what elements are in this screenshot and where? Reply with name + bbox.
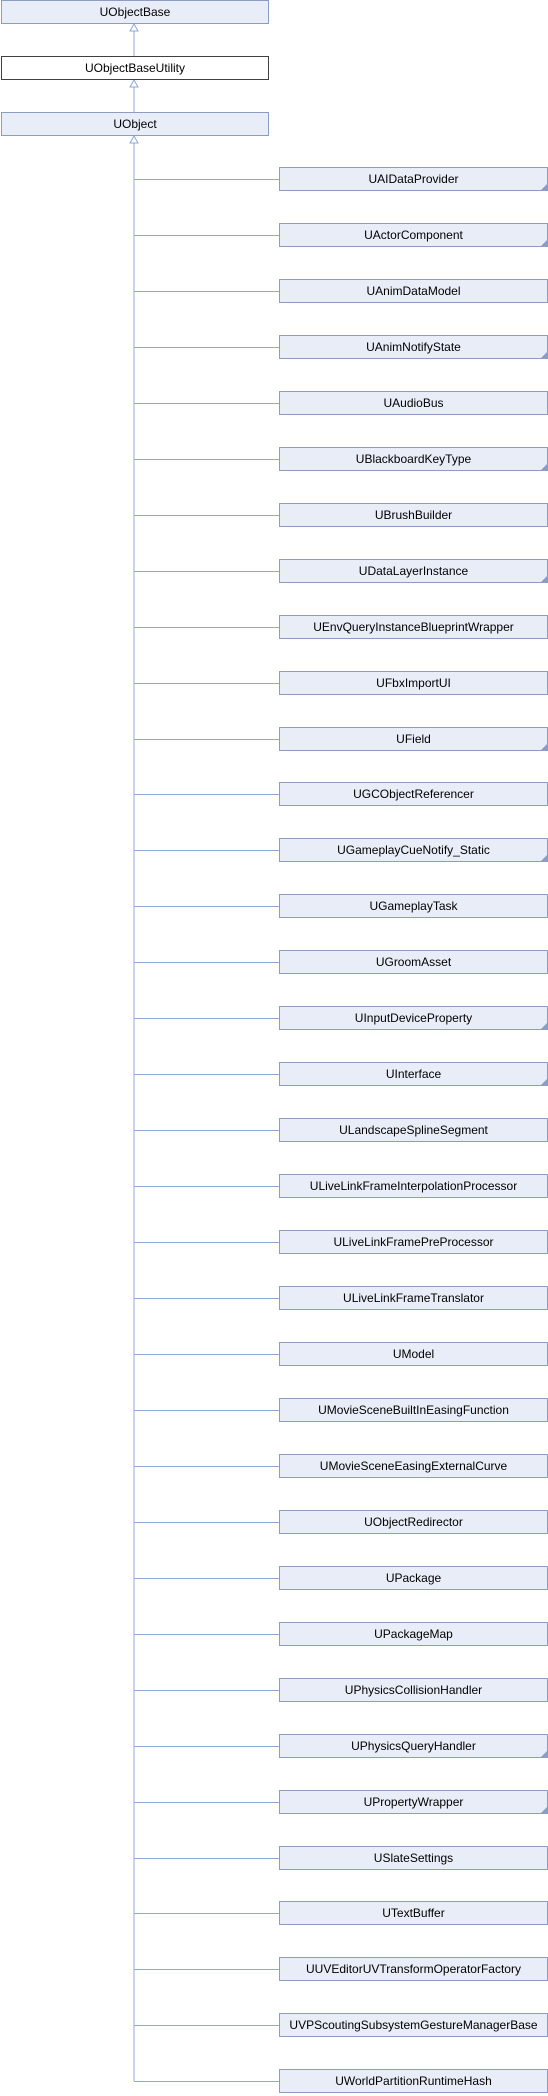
class-label: ULiveLinkFramePreProcessor: [333, 1235, 494, 1249]
class-label: UGameplayTask: [369, 899, 458, 913]
class-node-ulivelinkframetranslator[interactable]: ULiveLinkFrameTranslator: [279, 1286, 548, 1310]
class-node-umoviescenebuiltineasingfunction[interactable]: UMovieSceneBuiltInEasingFunction: [279, 1398, 548, 1422]
class-label: USlateSettings: [373, 1851, 454, 1865]
class-node-uobjectbaseutility[interactable]: UObjectBaseUtility: [1, 56, 269, 80]
collapsed-subclasses-icon: [541, 1079, 547, 1085]
class-node-uslatesettings[interactable]: USlateSettings: [279, 1846, 548, 1870]
collapsed-subclasses-icon: [541, 352, 547, 358]
class-node-udatalayerinstance[interactable]: UDataLayerInstance: [279, 559, 548, 583]
class-label: UDataLayerInstance: [358, 564, 469, 578]
class-label: UAudioBus: [383, 396, 444, 410]
class-node-uanimdatamodel[interactable]: UAnimDataModel: [279, 279, 548, 303]
collapsed-subclasses-icon: [541, 240, 547, 246]
class-label: UObjectBase: [99, 5, 171, 19]
class-label: UMovieSceneEasingExternalCurve: [319, 1459, 508, 1473]
class-label: UInputDeviceProperty: [354, 1011, 473, 1025]
inheritance-arrow: [129, 134, 139, 144]
collapsed-subclasses-icon: [541, 744, 547, 750]
class-label: UModel: [392, 1347, 435, 1361]
class-node-uinputdeviceproperty[interactable]: UInputDeviceProperty: [279, 1006, 548, 1030]
collapsed-subclasses-icon: [541, 1751, 547, 1757]
inheritance-arrow: [129, 22, 139, 32]
collapsed-subclasses-icon: [541, 576, 547, 582]
class-label: UGameplayCueNotify_Static: [337, 843, 490, 857]
collapsed-subclasses-icon: [541, 184, 547, 190]
class-label: UUVEditorUVTransformOperatorFactory: [306, 1962, 521, 1976]
class-label: UEnvQueryInstanceBlueprintWrapper: [313, 620, 514, 634]
class-label: UInterface: [385, 1067, 442, 1081]
class-node-uphysicsqueryhandler[interactable]: UPhysicsQueryHandler: [279, 1734, 548, 1758]
class-node-umodel[interactable]: UModel: [279, 1342, 548, 1366]
class-node-uaidataprovider[interactable]: UAIDataProvider: [279, 167, 548, 191]
class-node-upackagemap[interactable]: UPackageMap: [279, 1622, 548, 1646]
class-node-umoviesceneeasingexternalcurve[interactable]: UMovieSceneEasingExternalCurve: [279, 1454, 548, 1478]
class-node-uobjectbase[interactable]: UObjectBase: [1, 0, 269, 24]
class-node-ufield[interactable]: UField: [279, 727, 548, 751]
inheritance-arrow: [129, 78, 139, 88]
class-label: UVPScoutingSubsystemGestureManagerBase: [289, 2018, 538, 2032]
class-node-uobjectredirector[interactable]: UObjectRedirector: [279, 1510, 548, 1534]
class-label: UObject: [113, 117, 157, 131]
class-label: UTextBuffer: [382, 1906, 445, 1920]
collapsed-subclasses-icon: [541, 464, 547, 470]
class-label: UPropertyWrapper: [363, 1795, 464, 1809]
class-label: UPackage: [385, 1571, 442, 1585]
class-label: UPhysicsQueryHandler: [351, 1739, 476, 1753]
collapsed-subclasses-icon: [541, 855, 547, 861]
class-node-ublackboardkeytype[interactable]: UBlackboardKeyType: [279, 447, 548, 471]
class-node-uobject[interactable]: UObject: [1, 112, 269, 136]
class-label: UAIDataProvider: [368, 172, 459, 186]
class-label: UGroomAsset: [375, 955, 452, 969]
class-node-uphysicscollisionhandler[interactable]: UPhysicsCollisionHandler: [279, 1678, 548, 1702]
class-label: UField: [396, 732, 431, 746]
class-label: UWorldPartitionRuntimeHash: [335, 2074, 492, 2088]
class-node-ugameplaytask[interactable]: UGameplayTask: [279, 894, 548, 918]
class-label: UBlackboardKeyType: [355, 452, 472, 466]
class-label: UBrushBuilder: [374, 508, 453, 522]
class-label: UObjectRedirector: [364, 1515, 463, 1529]
class-label: ULiveLinkFrameTranslator: [343, 1291, 484, 1305]
class-node-upackage[interactable]: UPackage: [279, 1566, 548, 1590]
class-node-ugroomasset[interactable]: UGroomAsset: [279, 950, 548, 974]
class-node-ubrushbuilder[interactable]: UBrushBuilder: [279, 503, 548, 527]
class-node-uactorcomponent[interactable]: UActorComponent: [279, 223, 548, 247]
class-node-utextbuffer[interactable]: UTextBuffer: [279, 1901, 548, 1925]
class-label: UPackageMap: [374, 1627, 453, 1641]
class-label: UActorComponent: [364, 228, 463, 242]
collapsed-subclasses-icon: [541, 1807, 547, 1813]
class-label: UAnimDataModel: [366, 284, 461, 298]
class-label: UFbxImportUI: [376, 676, 451, 690]
class-node-ugameplaycuenotify-static[interactable]: UGameplayCueNotify_Static: [279, 838, 548, 862]
class-node-uanimnotifystate[interactable]: UAnimNotifyState: [279, 335, 548, 359]
class-node-uinterface[interactable]: UInterface: [279, 1062, 548, 1086]
class-node-uvpscoutingsubsystemgesturemanagerbase[interactable]: UVPScoutingSubsystemGestureManagerBase: [279, 2013, 548, 2037]
class-label: UObjectBaseUtility: [84, 61, 186, 75]
class-node-ulandscapesplinesegment[interactable]: ULandscapeSplineSegment: [279, 1118, 548, 1142]
class-label: ULandscapeSplineSegment: [339, 1123, 488, 1137]
class-label: ULiveLinkFrameInterpolationProcessor: [309, 1179, 518, 1193]
class-node-ufbximportui[interactable]: UFbxImportUI: [279, 671, 548, 695]
class-node-uworldpartitionruntimehash[interactable]: UWorldPartitionRuntimeHash: [279, 2069, 548, 2093]
class-node-uuveditoruvtransformoperatorfactory[interactable]: UUVEditorUVTransformOperatorFactory: [279, 1957, 548, 1981]
class-label: UMovieSceneBuiltInEasingFunction: [318, 1403, 509, 1417]
class-label: UPhysicsCollisionHandler: [344, 1683, 483, 1697]
class-node-uenvqueryinstanceblueprintwrapper[interactable]: UEnvQueryInstanceBlueprintWrapper: [279, 615, 548, 639]
class-label: UAnimNotifyState: [366, 340, 461, 354]
class-node-ulivelinkframeinterpolationprocessor[interactable]: ULiveLinkFrameInterpolationProcessor: [279, 1174, 548, 1198]
collapsed-subclasses-icon: [541, 1023, 547, 1029]
class-node-upropertywrapper[interactable]: UPropertyWrapper: [279, 1790, 548, 1814]
class-label: UGCObjectReferencer: [353, 787, 474, 801]
class-node-uaudiobus[interactable]: UAudioBus: [279, 391, 548, 415]
class-node-ulivelinkframepreprocessor[interactable]: ULiveLinkFramePreProcessor: [279, 1230, 548, 1254]
class-node-ugcobjectreferencer[interactable]: UGCObjectReferencer: [279, 782, 548, 806]
